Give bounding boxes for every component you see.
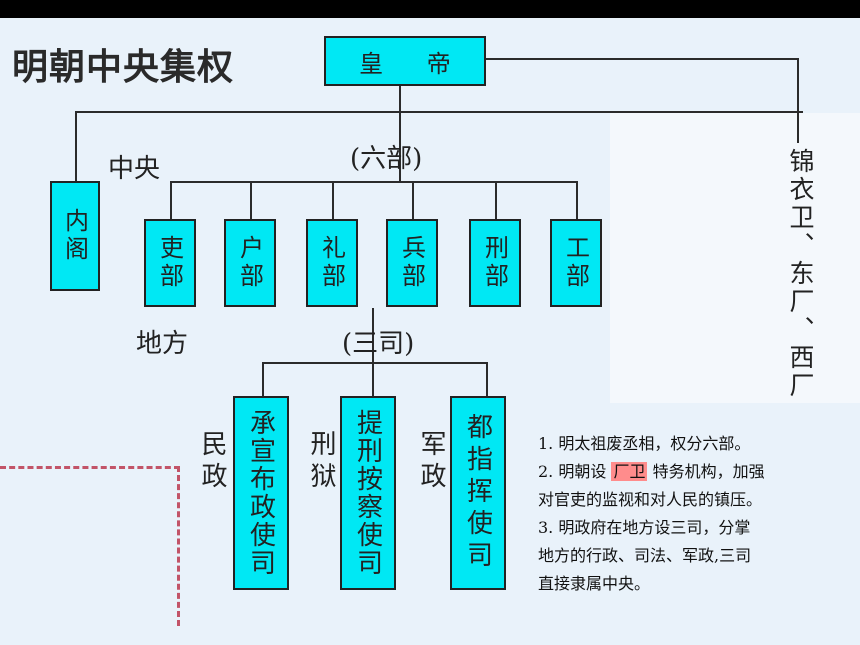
ministry-label: 兵部 bbox=[397, 235, 426, 291]
ministry-label: 刑部 bbox=[480, 235, 509, 291]
ministry-box-hu: 户部 bbox=[224, 219, 276, 307]
emperor-right-line bbox=[486, 58, 798, 60]
note-line-3: 对官吏的监视和对人民的镇压。 bbox=[538, 490, 763, 509]
note-line-6: 直接隶属中央。 bbox=[538, 574, 651, 593]
ministry-drop-3 bbox=[332, 181, 334, 219]
note-line-2-prefix: 2. 明朝设 bbox=[538, 462, 607, 481]
jinyiwei-down-line bbox=[797, 58, 799, 143]
office-drop-2 bbox=[372, 362, 374, 396]
offices-horizontal-line bbox=[262, 362, 488, 364]
jinyiwei-label: 锦衣卫、东厂、西厂 bbox=[786, 148, 815, 400]
ministry-label: 吏部 bbox=[155, 235, 184, 291]
ministry-box-gong: 工部 bbox=[550, 219, 602, 307]
ministry-drop-6 bbox=[576, 181, 578, 219]
dashed-border-top bbox=[0, 466, 180, 469]
office-box-tixing: 提刑按察使司 bbox=[340, 396, 396, 590]
central-horizontal-line bbox=[75, 111, 803, 113]
ministry-label: 户部 bbox=[235, 235, 264, 291]
ministry-box-xing: 刑部 bbox=[469, 219, 521, 307]
central-label: 中央 bbox=[108, 154, 161, 184]
dashed-border-right bbox=[177, 466, 180, 626]
emperor-box: 皇 帝 bbox=[324, 36, 486, 86]
neige-box: 内阁 bbox=[50, 181, 100, 291]
neige-label: 内阁 bbox=[60, 208, 89, 264]
office-drop-3 bbox=[486, 362, 488, 396]
ministry-box-bing: 兵部 bbox=[386, 219, 438, 307]
office-label-justice: 刑狱 bbox=[306, 430, 336, 494]
office-drop-1 bbox=[262, 362, 264, 396]
ministry-drop-4 bbox=[412, 181, 414, 219]
page-title: 明朝中央集权 bbox=[12, 47, 235, 88]
neige-down-line bbox=[75, 111, 77, 181]
six-ministries-label: (六部) bbox=[350, 144, 423, 174]
office-name: 提刑按察使司 bbox=[352, 409, 383, 577]
emperor-label: 皇 帝 bbox=[359, 49, 469, 78]
local-stem-line bbox=[372, 308, 374, 364]
ministry-drop-2 bbox=[250, 181, 252, 219]
ministries-horizontal-line bbox=[170, 181, 578, 183]
ministry-drop-1 bbox=[170, 181, 172, 219]
local-label: 地方 bbox=[136, 329, 189, 359]
note-line-5: 地方的行政、司法、军政,三司 bbox=[538, 546, 752, 565]
notes-block: 1. 明太祖废丞相，权分六部。 2. 明朝设 厂卫 特务机构，加强 对官吏的监视… bbox=[538, 430, 858, 598]
note-line-4: 3. 明政府在地方设三司，分掌 bbox=[538, 518, 751, 537]
slide: 明朝中央集权 皇 帝 中央 (六部) 地方 (三司) 内阁 吏部 户部 礼部 兵… bbox=[0, 18, 860, 645]
office-box-chengxuan: 承宣布政使司 bbox=[233, 396, 289, 590]
three-offices-label: (三司) bbox=[342, 329, 415, 359]
note-line-1: 1. 明太祖废丞相，权分六部。 bbox=[538, 434, 751, 453]
highlight-changwei: 厂卫 bbox=[611, 462, 648, 481]
office-label-military: 军政 bbox=[416, 430, 446, 494]
ministry-box-li: 吏部 bbox=[144, 219, 196, 307]
note-line-2: 2. 明朝设 厂卫 特务机构，加强 bbox=[538, 458, 858, 486]
note-line-2-suffix: 特务机构，加强 bbox=[652, 462, 765, 481]
background-panel bbox=[610, 113, 860, 403]
office-name: 承宣布政使司 bbox=[245, 409, 276, 577]
ministry-label: 工部 bbox=[561, 235, 590, 291]
ministry-box-rites: 礼部 bbox=[306, 219, 358, 307]
top-black-bar bbox=[0, 0, 860, 18]
ministry-label: 礼部 bbox=[317, 235, 346, 291]
office-name: 都指挥使司 bbox=[462, 413, 493, 573]
office-box-duzhihui: 都指挥使司 bbox=[450, 396, 506, 590]
office-label-civil: 民政 bbox=[197, 430, 227, 494]
emperor-stem-line bbox=[399, 86, 401, 181]
ministry-drop-5 bbox=[495, 181, 497, 219]
